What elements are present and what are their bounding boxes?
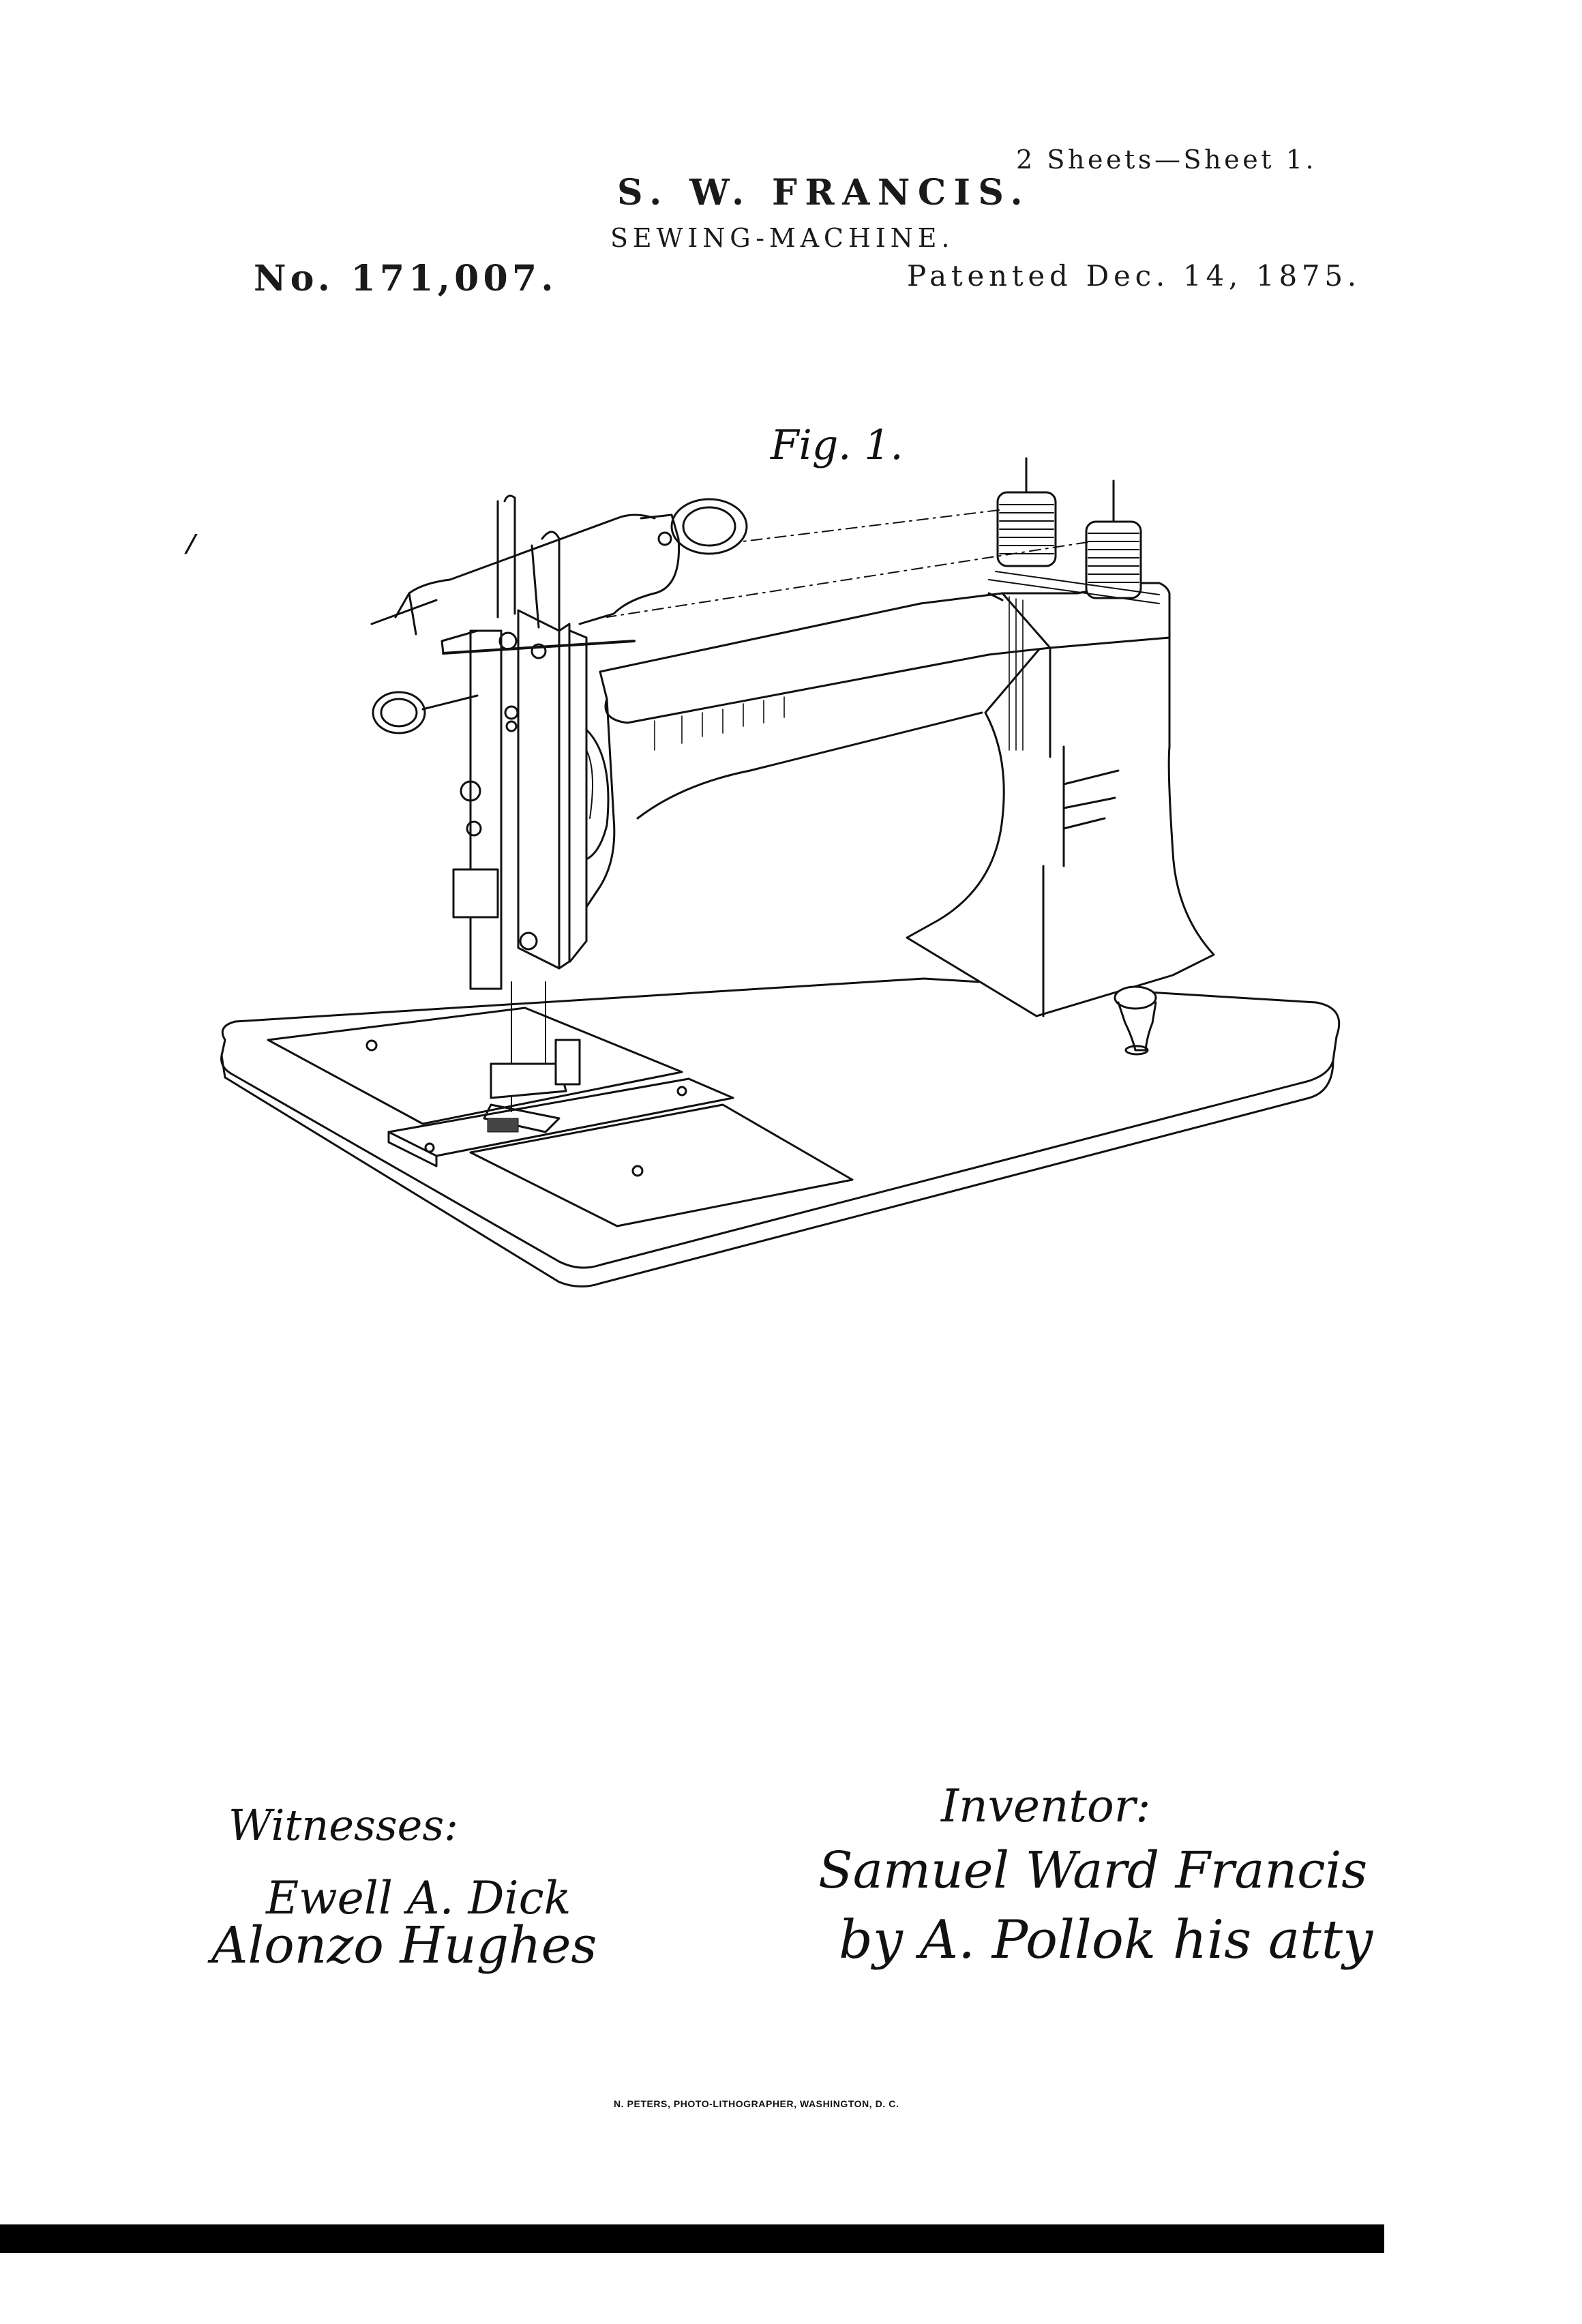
figure-label: Fig. 1. [771,421,904,469]
inventor-heading: S. W. FRANCIS. [617,172,1031,213]
attorney-signature: by A. Pollok his atty [839,1909,1373,1971]
witness-signature-1: Ewell A. Dick [266,1872,571,1924]
patent-date: Patented Dec. 14, 1875. [907,259,1361,293]
inventor-label: Inventor: [941,1780,1151,1832]
patent-title: SEWING-MACHINE. [610,223,955,253]
tension-knob [1114,985,1157,1056]
inventor-signature: Samuel Ward Francis [818,1841,1368,1900]
scan-edge-bar [0,2224,1384,2253]
machine-column [906,636,1215,1017]
stray-mark: / [183,532,200,563]
base-plate [220,977,1341,1287]
thread-lines [606,509,1088,618]
lithographer-credit: N. PETERS, PHOTO-LITHOGRAPHER, WASHINGTO… [614,2098,899,2109]
witnesses-label: Witnesses: [228,1800,459,1850]
sheet-info: 2 Sheets—Sheet 1. [1016,145,1317,175]
witness-signature-2: Alonzo Hughes [211,1916,597,1975]
needle-head [370,494,748,1133]
thread-spools [988,457,1160,604]
patent-number: No. 171,007. [254,258,558,299]
